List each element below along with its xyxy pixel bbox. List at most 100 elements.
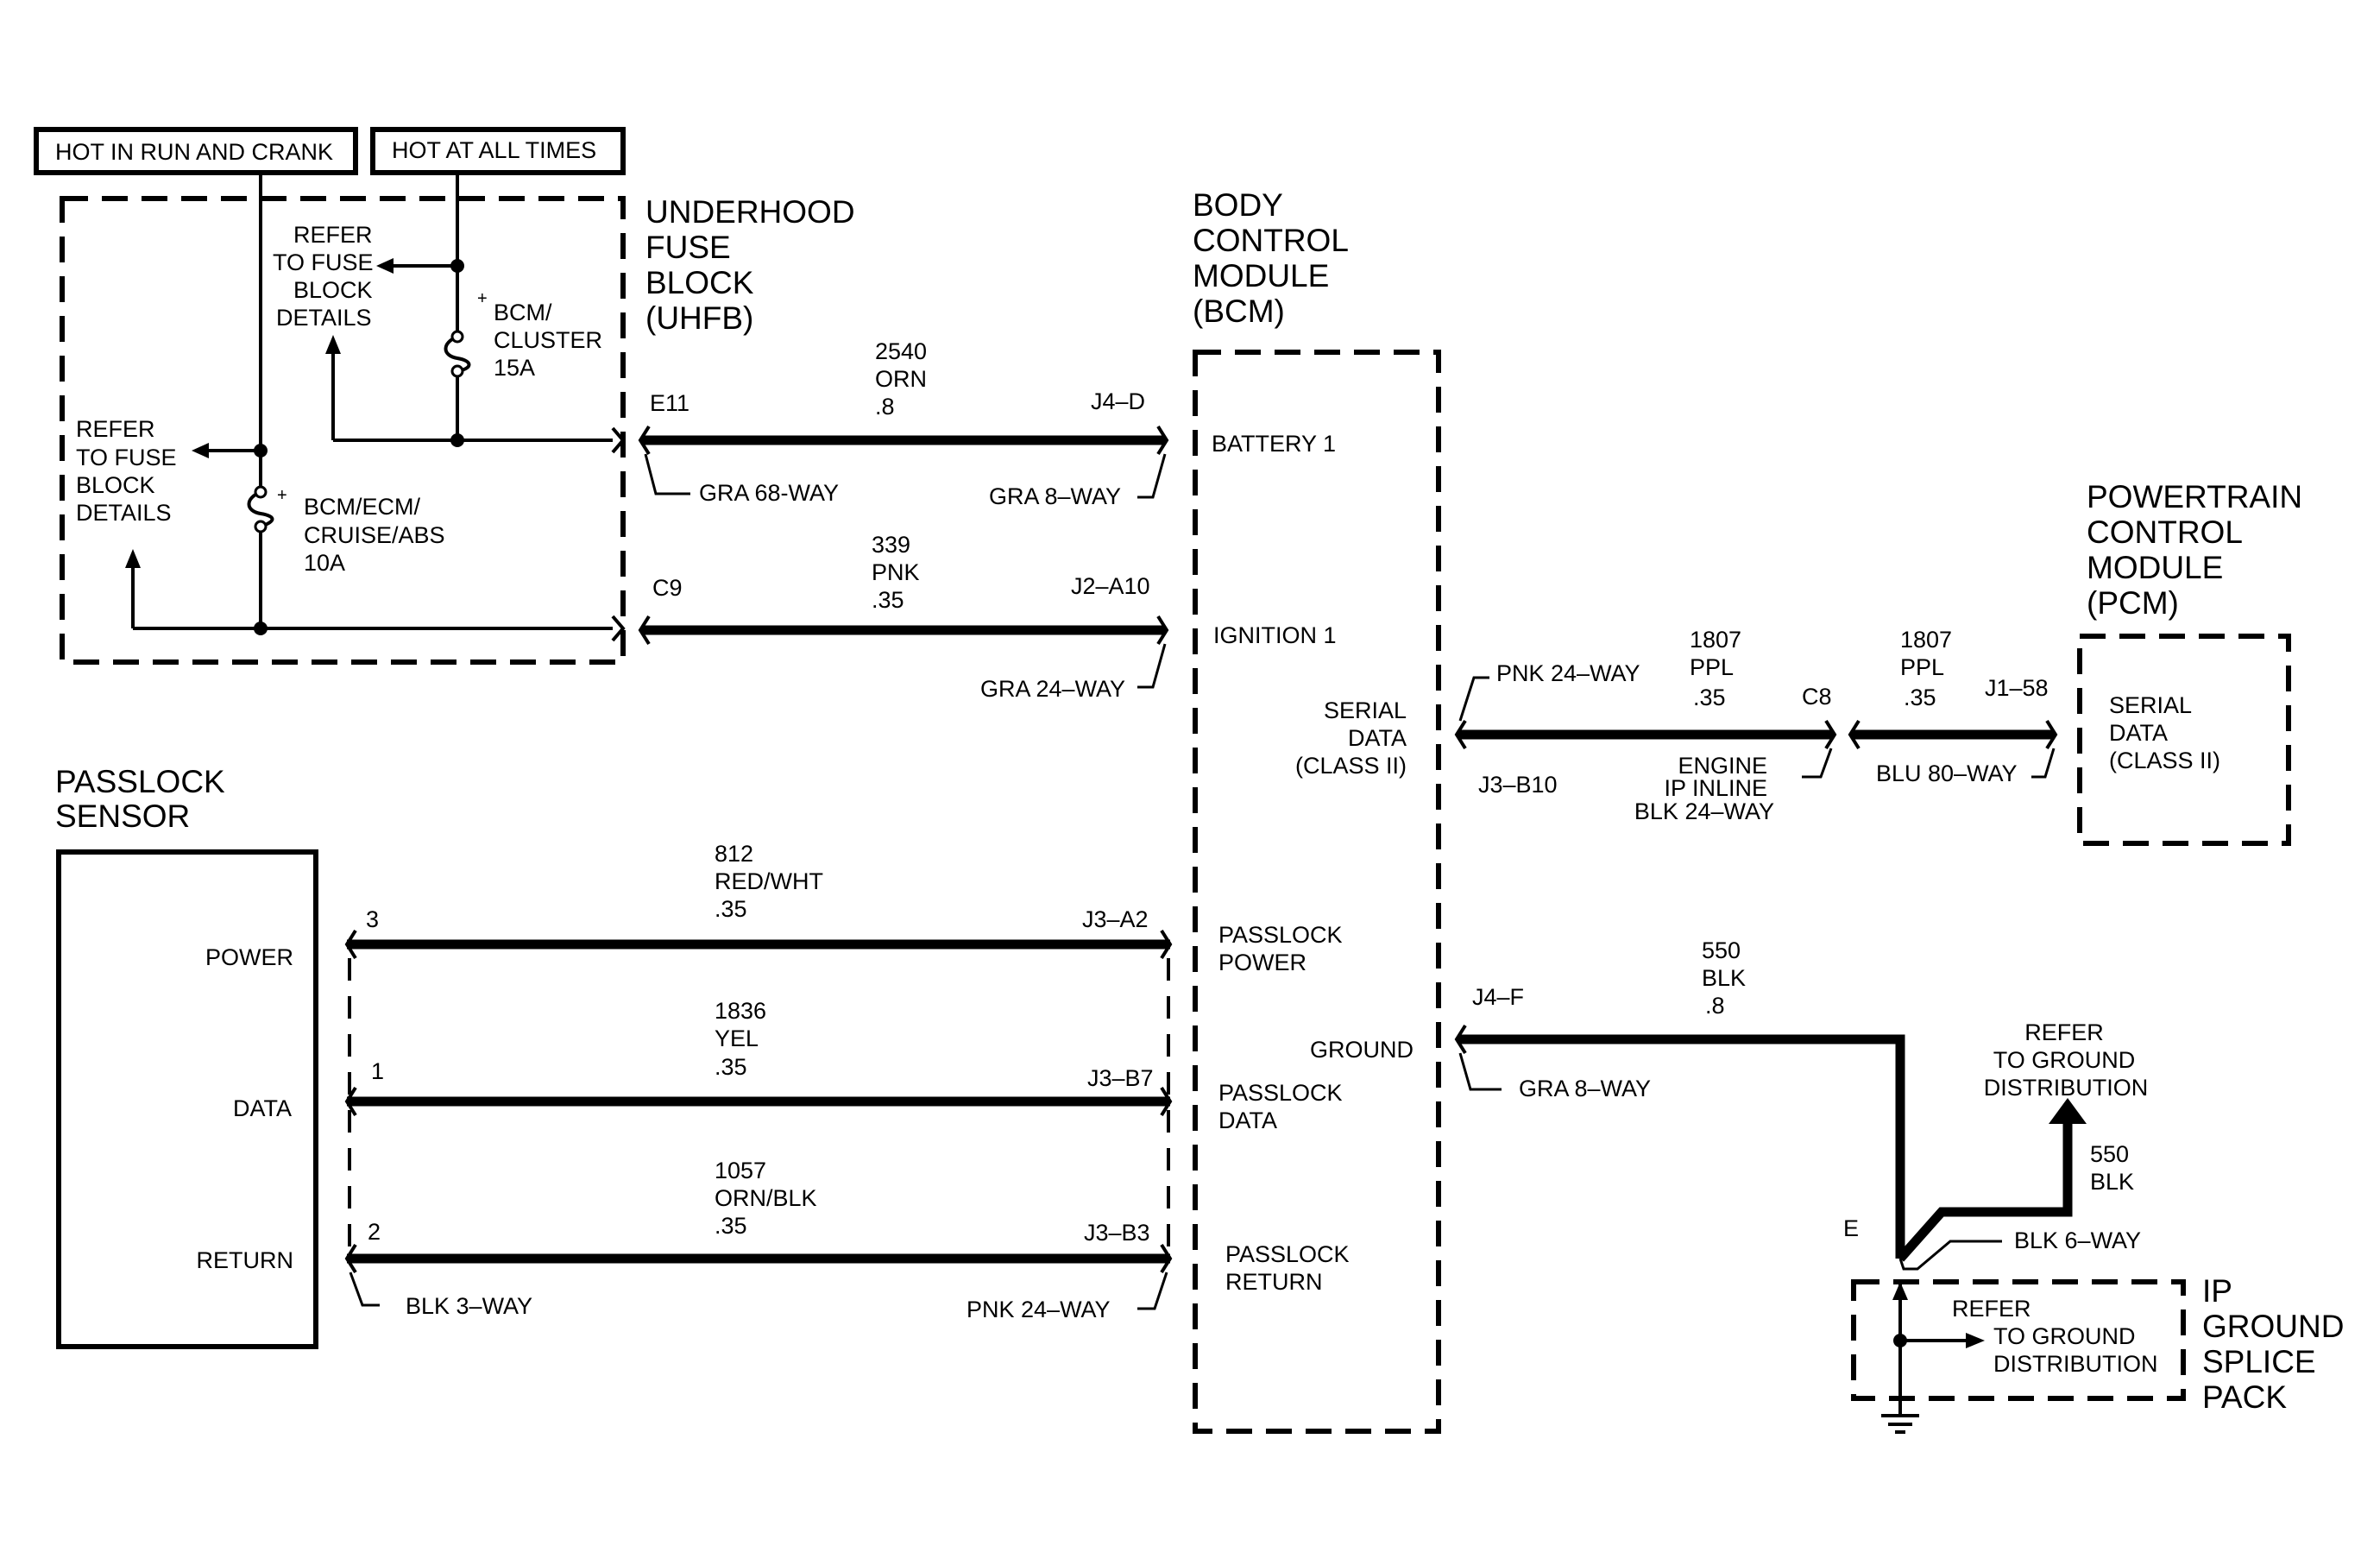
svg-text:J3–A2: J3–A2 [1082, 906, 1149, 932]
svg-text:POWERTRAIN: POWERTRAIN [2087, 479, 2302, 514]
refer-fuse-left: REFER TO FUSE BLOCK DETAILS [76, 416, 177, 526]
svg-text:.35: .35 [715, 1054, 747, 1080]
svg-text:DISTRIBUTION: DISTRIBUTION [1993, 1351, 2158, 1377]
svg-text:PASSLOCK: PASSLOCK [1218, 1080, 1343, 1106]
svg-text:.35: .35 [1693, 685, 1726, 710]
svg-text:DATA: DATA [1348, 725, 1407, 751]
svg-text:IP INLINE: IP INLINE [1664, 775, 1767, 801]
svg-text:CRUISE/ABS: CRUISE/ABS [304, 522, 445, 548]
wire-serial-a: PNK 24–WAY J3–B10 C8 1807 PPL .35 ENGINE… [1454, 627, 1837, 824]
svg-text:J4–F: J4–F [1472, 984, 1524, 1010]
bcm-passlock-data-label: PASSLOCK DATA [1218, 1080, 1343, 1133]
svg-text:PASSLOCK: PASSLOCK [1218, 922, 1343, 948]
svg-text:GRA 68-WAY: GRA 68-WAY [699, 480, 839, 506]
svg-text:SERIAL: SERIAL [1324, 697, 1407, 723]
svg-text:(PCM): (PCM) [2087, 585, 2179, 621]
svg-text:GRA 8–WAY: GRA 8–WAY [989, 483, 1121, 509]
svg-text:TO FUSE: TO FUSE [76, 445, 177, 470]
uhfb-box [60, 196, 626, 665]
svg-text:(BCM): (BCM) [1193, 293, 1285, 329]
svg-text:550: 550 [2090, 1141, 2129, 1167]
fuse-cluster-icon: + [444, 289, 488, 378]
svg-text:10A: 10A [304, 550, 345, 576]
wire-passlock-power: 3 J3–A2 812 RED/WHT .35 [344, 841, 1173, 960]
svg-text:PNK 24–WAY: PNK 24–WAY [966, 1297, 1111, 1322]
refer-ground-top: REFER TO GROUND DISTRIBUTION [1984, 1019, 2149, 1101]
svg-text:PNK 24–WAY: PNK 24–WAY [1496, 660, 1640, 686]
fuse-cruise-label: BCM/ECM/ CRUISE/ABS 10A [304, 494, 445, 576]
arrow-up-icon [2049, 1098, 2087, 1124]
sensor-power-label: POWER [205, 944, 293, 970]
uhfb-internal-wiring [125, 174, 626, 642]
svg-text:MODULE: MODULE [2087, 550, 2223, 585]
svg-text:REFER: REFER [2024, 1019, 2104, 1045]
svg-text:C9: C9 [652, 575, 683, 601]
svg-text:2540: 2540 [875, 338, 927, 364]
bcm-box [1193, 350, 1441, 1434]
svg-text:YEL: YEL [715, 1025, 759, 1051]
svg-text:.35: .35 [715, 896, 747, 922]
bcm-ignition-label: IGNITION 1 [1213, 622, 1337, 648]
svg-text:.35: .35 [872, 587, 904, 613]
pcm-serial-label: SERIAL DATA (CLASS II) [2109, 692, 2220, 773]
sensor-title: PASSLOCK SENSOR [55, 764, 225, 834]
svg-text:+: + [477, 289, 488, 308]
svg-text:IP: IP [2202, 1273, 2232, 1309]
svg-text:TO FUSE: TO FUSE [273, 249, 374, 275]
bcm-serial-label: SERIAL DATA (CLASS II) [1295, 697, 1407, 779]
uhfb-title: UNDERHOOD FUSE BLOCK (UHFB) [645, 194, 855, 336]
svg-text:BLK 24–WAY: BLK 24–WAY [1634, 798, 1774, 824]
svg-text:PPL: PPL [1690, 654, 1734, 680]
svg-text:SENSOR: SENSOR [55, 798, 190, 834]
svg-text:J4–D: J4–D [1091, 388, 1145, 414]
bcm-ground-label: GROUND [1310, 1037, 1414, 1063]
pcm-title: POWERTRAIN CONTROL MODULE (PCM) [2087, 479, 2302, 621]
svg-text:.35: .35 [1904, 685, 1936, 710]
hot-run-crank-label: HOT IN RUN AND CRANK [55, 139, 333, 165]
refer-fuse-top: REFER TO FUSE BLOCK DETAILS [273, 222, 374, 331]
svg-text:.8: .8 [875, 394, 895, 420]
svg-text:+: + [277, 486, 287, 505]
svg-text:1807: 1807 [1900, 627, 1952, 653]
svg-text:(CLASS II): (CLASS II) [1295, 753, 1407, 779]
svg-text:1836: 1836 [715, 998, 766, 1024]
bcm-battery-label: BATTERY 1 [1212, 431, 1336, 457]
svg-text:DETAILS: DETAILS [76, 500, 172, 526]
svg-text:2: 2 [368, 1219, 381, 1245]
svg-text:TO GROUND: TO GROUND [1993, 1323, 2136, 1349]
svg-text:REFER: REFER [76, 416, 155, 442]
svg-text:TO GROUND: TO GROUND [1993, 1047, 2136, 1073]
arrow-up-icon [1892, 1282, 1908, 1300]
wire-serial-b: J1–58 1807 PPL .35 BLU 80–WAY [1848, 627, 2058, 786]
wire-battery: E11 J4–D 2540 ORN .8 GRA 68-WAY GRA 8–WA… [638, 338, 1169, 509]
svg-text:550: 550 [1702, 937, 1741, 963]
svg-text:CONTROL: CONTROL [2087, 514, 2243, 550]
svg-text:BLU 80–WAY: BLU 80–WAY [1876, 760, 2018, 786]
svg-text:(CLASS II): (CLASS II) [2109, 748, 2220, 773]
svg-text:BLOCK: BLOCK [76, 472, 155, 498]
svg-text:J3–B10: J3–B10 [1478, 772, 1558, 798]
ground-symbol-icon [1881, 1414, 1919, 1434]
arrow-up-icon [125, 549, 141, 568]
wire-ground: J4–F 550 BLK .8 GRA 8–WAY [1454, 937, 1905, 1259]
fuse-cruise-icon: + [247, 485, 287, 533]
svg-text:.35: .35 [715, 1213, 747, 1239]
svg-text:BLK 3–WAY: BLK 3–WAY [406, 1293, 532, 1319]
splice-refer-label: REFER TO GROUND DISTRIBUTION [1952, 1296, 2158, 1377]
fuse-cluster-label: BCM/ CLUSTER 15A [494, 300, 602, 381]
svg-text:REFER: REFER [1952, 1296, 2031, 1322]
svg-text:BCM/: BCM/ [494, 300, 552, 325]
svg-text:BCM/ECM/: BCM/ECM/ [304, 494, 420, 520]
svg-text:PNK: PNK [872, 559, 920, 585]
svg-text:E: E [1843, 1215, 1859, 1241]
svg-text:C8: C8 [1802, 684, 1832, 710]
svg-text:J3–B7: J3–B7 [1087, 1065, 1154, 1091]
sensor-box [56, 849, 318, 1349]
svg-text:GROUND: GROUND [2202, 1309, 2344, 1344]
sensor-return-label: RETURN [197, 1247, 294, 1273]
svg-text:812: 812 [715, 841, 753, 867]
svg-text:J3–B3: J3–B3 [1084, 1220, 1150, 1246]
svg-text:UNDERHOOD: UNDERHOOD [645, 194, 855, 230]
hot-all-times-box: HOT AT ALL TIMES [370, 127, 626, 175]
